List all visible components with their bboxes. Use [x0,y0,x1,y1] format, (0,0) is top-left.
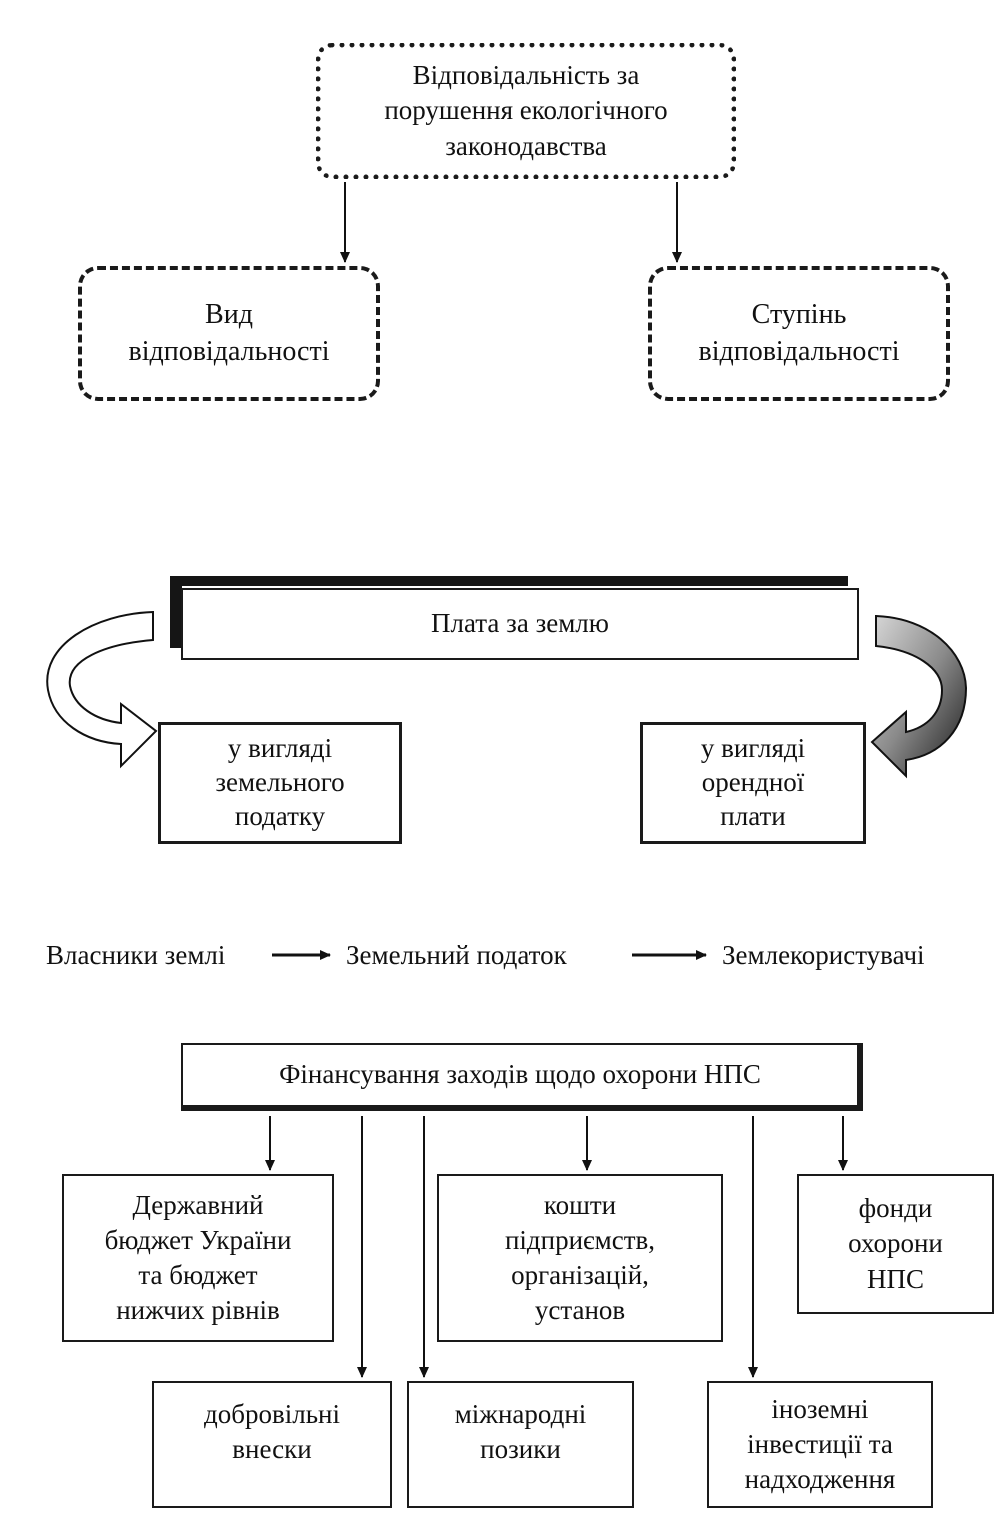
voluntary-contributions-node: добровільні внески [152,1381,392,1508]
foreign-line-2: інвестиції та [747,1428,893,1459]
financing-root-node: Фінансування заходів щодо охорони НПС [181,1043,863,1111]
land-payment-label: Плата за землю [431,608,609,639]
responsibility-kind-line-2: відповідальності [128,335,330,367]
rent-line-1: у вигляді [700,733,806,764]
land-payment-shadow [170,576,848,586]
eco-funds-node: фонди охорони НПС [797,1174,994,1314]
eco-funds-line-3: НПС [866,1263,924,1294]
international-loans-node: міжнародні позики [407,1381,634,1508]
state-budget-line-1: Державний [132,1189,264,1220]
land-payment-node: Плата за землю [181,588,859,660]
responsibility-degree-line-2: відповідальності [698,335,900,367]
responsibility-root-line-3: законодавства [445,130,607,161]
foreign-line-3: надходження [744,1464,896,1495]
land-tax-line-3: податку [234,800,326,831]
flow-land-users-label: Землекористувачі [722,940,925,970]
enterprise-funds-line-4: установ [534,1295,626,1326]
foreign-line-1: іноземні [771,1393,869,1424]
eco-funds-line-2: охорони [848,1228,943,1259]
state-budget-line-2: бюджет України [104,1224,292,1255]
enterprise-funds-line-1: кошти [543,1189,617,1220]
loans-line-1: міжнародні [454,1399,587,1429]
rent-line-2: орендної [701,767,805,798]
enterprise-funds-line-3: організацій, [511,1260,649,1290]
enterprise-funds-node: кошти підприємств, організацій, установ [437,1174,723,1342]
state-budget-node: Державний бюджет України та бюджет нижчи… [62,1174,334,1342]
foreign-investment-node: іноземні інвестиції та надходження [707,1381,933,1508]
financing-root-label: Фінансування заходів щодо охорони НПС [279,1059,761,1090]
land-tax-node: у вигляді земельного податку [158,722,402,844]
responsibility-root-node: Відповідальність за порушення екологічно… [316,43,736,179]
rent-line-3: плати [720,800,786,831]
state-budget-line-4: нижчих рівнів [116,1295,280,1326]
voluntary-line-2: внески [232,1434,312,1465]
enterprise-funds-line-2: підприємств, [504,1224,656,1255]
responsibility-root-line-2: порушення екологічного [384,95,668,126]
flow-owners-label: Власники землі [46,940,226,970]
responsibility-degree-line-1: Ступінь [751,299,847,331]
curved-arrow-left [46,610,158,769]
flow-land-tax-label: Земельний податок [346,940,567,970]
responsibility-degree-node: Ступінь відповідальності [648,266,950,401]
state-budget-line-3: та бюджет [138,1260,258,1290]
loans-line-2: позики [480,1434,561,1465]
eco-funds-line-1: фонди [858,1193,933,1224]
land-tax-line-1: у вигляді [227,733,333,764]
responsibility-kind-node: Вид відповідальності [78,266,380,401]
voluntary-line-1: добровільні [204,1399,340,1429]
land-payment-shadow-side [170,576,182,648]
responsibility-kind-line-1: Вид [205,299,253,331]
responsibility-root-line-1: Відповідальність за [412,60,640,91]
land-tax-line-2: земельного [215,767,345,798]
curved-arrow-right [870,614,968,779]
rent-payment-node: у вигляді орендної плати [640,722,866,844]
